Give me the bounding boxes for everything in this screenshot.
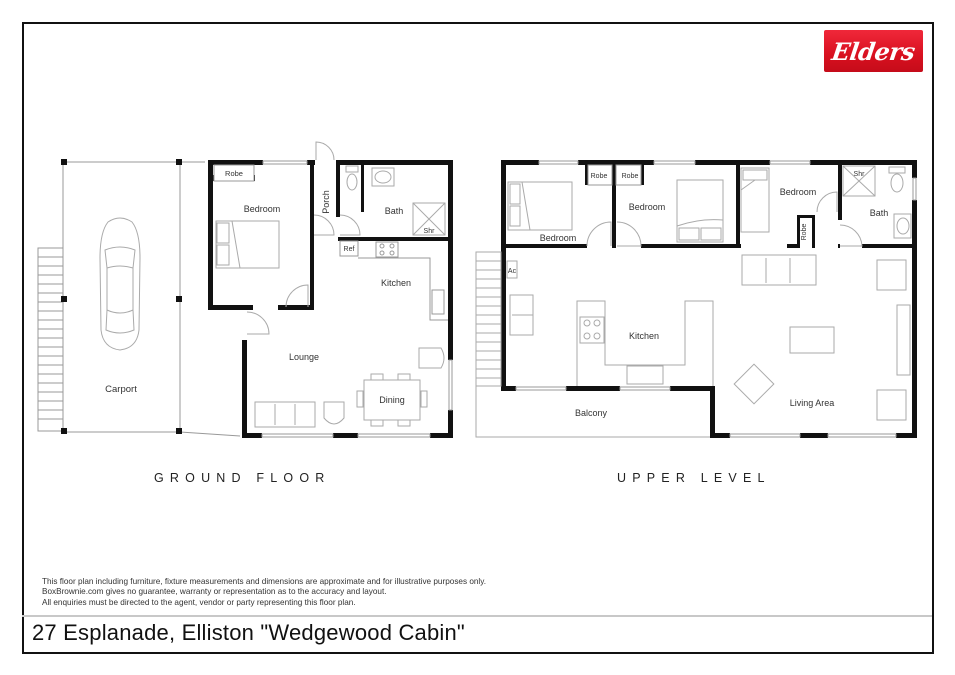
upper-level-label: UPPER LEVEL: [617, 471, 771, 485]
room-label-robe: Robe: [225, 169, 243, 178]
ground-floor-label: GROUND FLOOR: [154, 471, 331, 485]
disclaimer-line: This floor plan including furniture, fix…: [42, 577, 487, 586]
armchair-icon: [876, 389, 907, 421]
kitchen-island: [576, 300, 714, 386]
room-label-ac: Ac: [508, 268, 517, 275]
dining-table-icon: [356, 373, 428, 427]
robe-box: [213, 164, 255, 182]
upper-stairs: [475, 251, 710, 438]
coffee-table-icon: [789, 326, 835, 354]
ground-windows: [261, 160, 453, 438]
door-swings: [246, 141, 361, 335]
bed-icon: [740, 167, 770, 233]
room-label-bedroom-3: Bedroom: [780, 187, 817, 197]
door-swings: [586, 191, 863, 247]
sofa-icon: [509, 254, 817, 336]
room-label-kitchen-upper: Kitchen: [629, 331, 659, 341]
basin-icon: [893, 213, 912, 239]
page-frame: [22, 22, 934, 654]
room-label-bath: Bath: [385, 206, 404, 216]
upper-level-plan: Balcony Bedroom Robe Robe Bedroom: [475, 160, 917, 438]
sink-icon: [626, 365, 664, 385]
room-label-lounge: Lounge: [289, 352, 319, 362]
tv-unit-icon: [896, 304, 911, 376]
ac-unit: [506, 260, 518, 279]
elders-logo: Elders: [824, 30, 923, 72]
room-label-bath-upper: Bath: [870, 208, 889, 218]
room-label-dining: Dining: [379, 395, 405, 405]
living-furniture: [733, 259, 911, 421]
room-label-ref: Ref: [344, 246, 355, 253]
carport-posts: [61, 159, 182, 434]
shower-icon: [412, 202, 446, 236]
fridge-box: [339, 240, 359, 257]
ground-walls: [208, 160, 453, 438]
kitchen-bench: [358, 241, 448, 321]
carport-stairs: [37, 247, 64, 432]
room-label-kitchen: Kitchen: [381, 278, 411, 288]
car-icon: [99, 217, 141, 351]
disclaimer-line: All enquiries must be directed to the ag…: [42, 597, 356, 607]
room-label-carport: Carport: [105, 384, 137, 395]
room-label-robe-1: Robe: [591, 173, 608, 180]
ground-floor-plan: Carport: [37, 141, 453, 438]
bed-icon: [507, 181, 573, 231]
room-label-shower: Shr: [424, 228, 436, 235]
room-label-bedroom-1: Bedroom: [540, 233, 577, 243]
armchair-icon: [876, 259, 907, 291]
balcony-outline: [475, 386, 710, 438]
shower-icon: [842, 165, 876, 197]
room-label-bedroom-2: Bedroom: [629, 202, 666, 212]
upper-windows: [515, 160, 917, 438]
room-label-balcony: Balcony: [575, 408, 608, 418]
room-label-bedroom: Bedroom: [244, 204, 281, 214]
room-label-shower-upper: Shr: [854, 171, 866, 178]
armchair-icon: [733, 363, 775, 405]
footer-divider: [22, 615, 932, 617]
room-label-robe-3: Robe: [801, 224, 808, 241]
room-label-robe-2: Robe: [622, 173, 639, 180]
toilet-icon: [888, 166, 906, 193]
disclaimer: This floor plan including furniture, fix…: [42, 577, 486, 608]
property-title: 27 Esplanade, Elliston "Wedgewood Cabin": [32, 620, 465, 645]
room-label-porch: Porch: [321, 190, 331, 214]
robe-box: [587, 164, 613, 186]
bed-icon: [215, 220, 280, 269]
toilet-icon: [345, 165, 359, 191]
basin-icon: [371, 167, 395, 187]
room-label-living-area: Living Area: [790, 398, 835, 408]
sofa-icon: [254, 401, 316, 428]
upper-walls: [501, 160, 917, 438]
armchair-icon: [323, 347, 445, 425]
robe-box: [615, 164, 642, 186]
disclaimer-line: BoxBrownie.com gives no guarantee, warra…: [42, 587, 387, 597]
bed-icon: [676, 179, 724, 243]
